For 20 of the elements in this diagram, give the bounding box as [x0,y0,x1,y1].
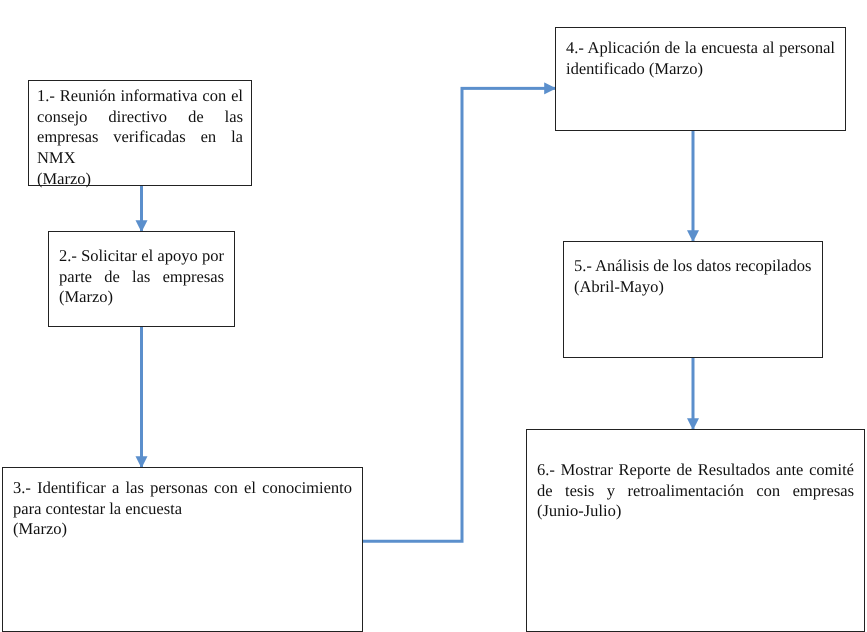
date-text: (Abril-Mayo) [574,276,665,298]
process-box [563,241,823,358]
step-text: 3.- Identificar a las personas con el conocimiento para contestar la encuesta [13,478,352,520]
process-box [526,429,865,632]
step-text: 2.- Solicitar el apoyo por parte de las empresas (Marzo) [59,246,224,308]
arrow [136,186,148,232]
date-text: (Marzo) [13,519,68,540]
process-box [555,27,846,131]
arrow [687,358,699,430]
arrow [136,327,148,468]
step-text: 6.- Mostrar Reporte de Resultados ante comité de tesis y retroalimentación con empresas (Junio-Julio) [537,460,854,522]
process-box [48,231,235,327]
step-text: 1.- Reunión informativa con el consejo directivo de las empresas verificadas en la NMX [37,86,243,168]
arrow [687,131,699,242]
process-box [28,80,252,186]
date-text: (Marzo) [37,168,92,190]
process-box [2,467,363,632]
step-text: 5.- Análisis de los datos recopilados [574,256,812,277]
arrow [363,82,556,543]
step-text: 4.- Aplicación de la encuesta al personal identificado (Marzo) [566,38,835,80]
